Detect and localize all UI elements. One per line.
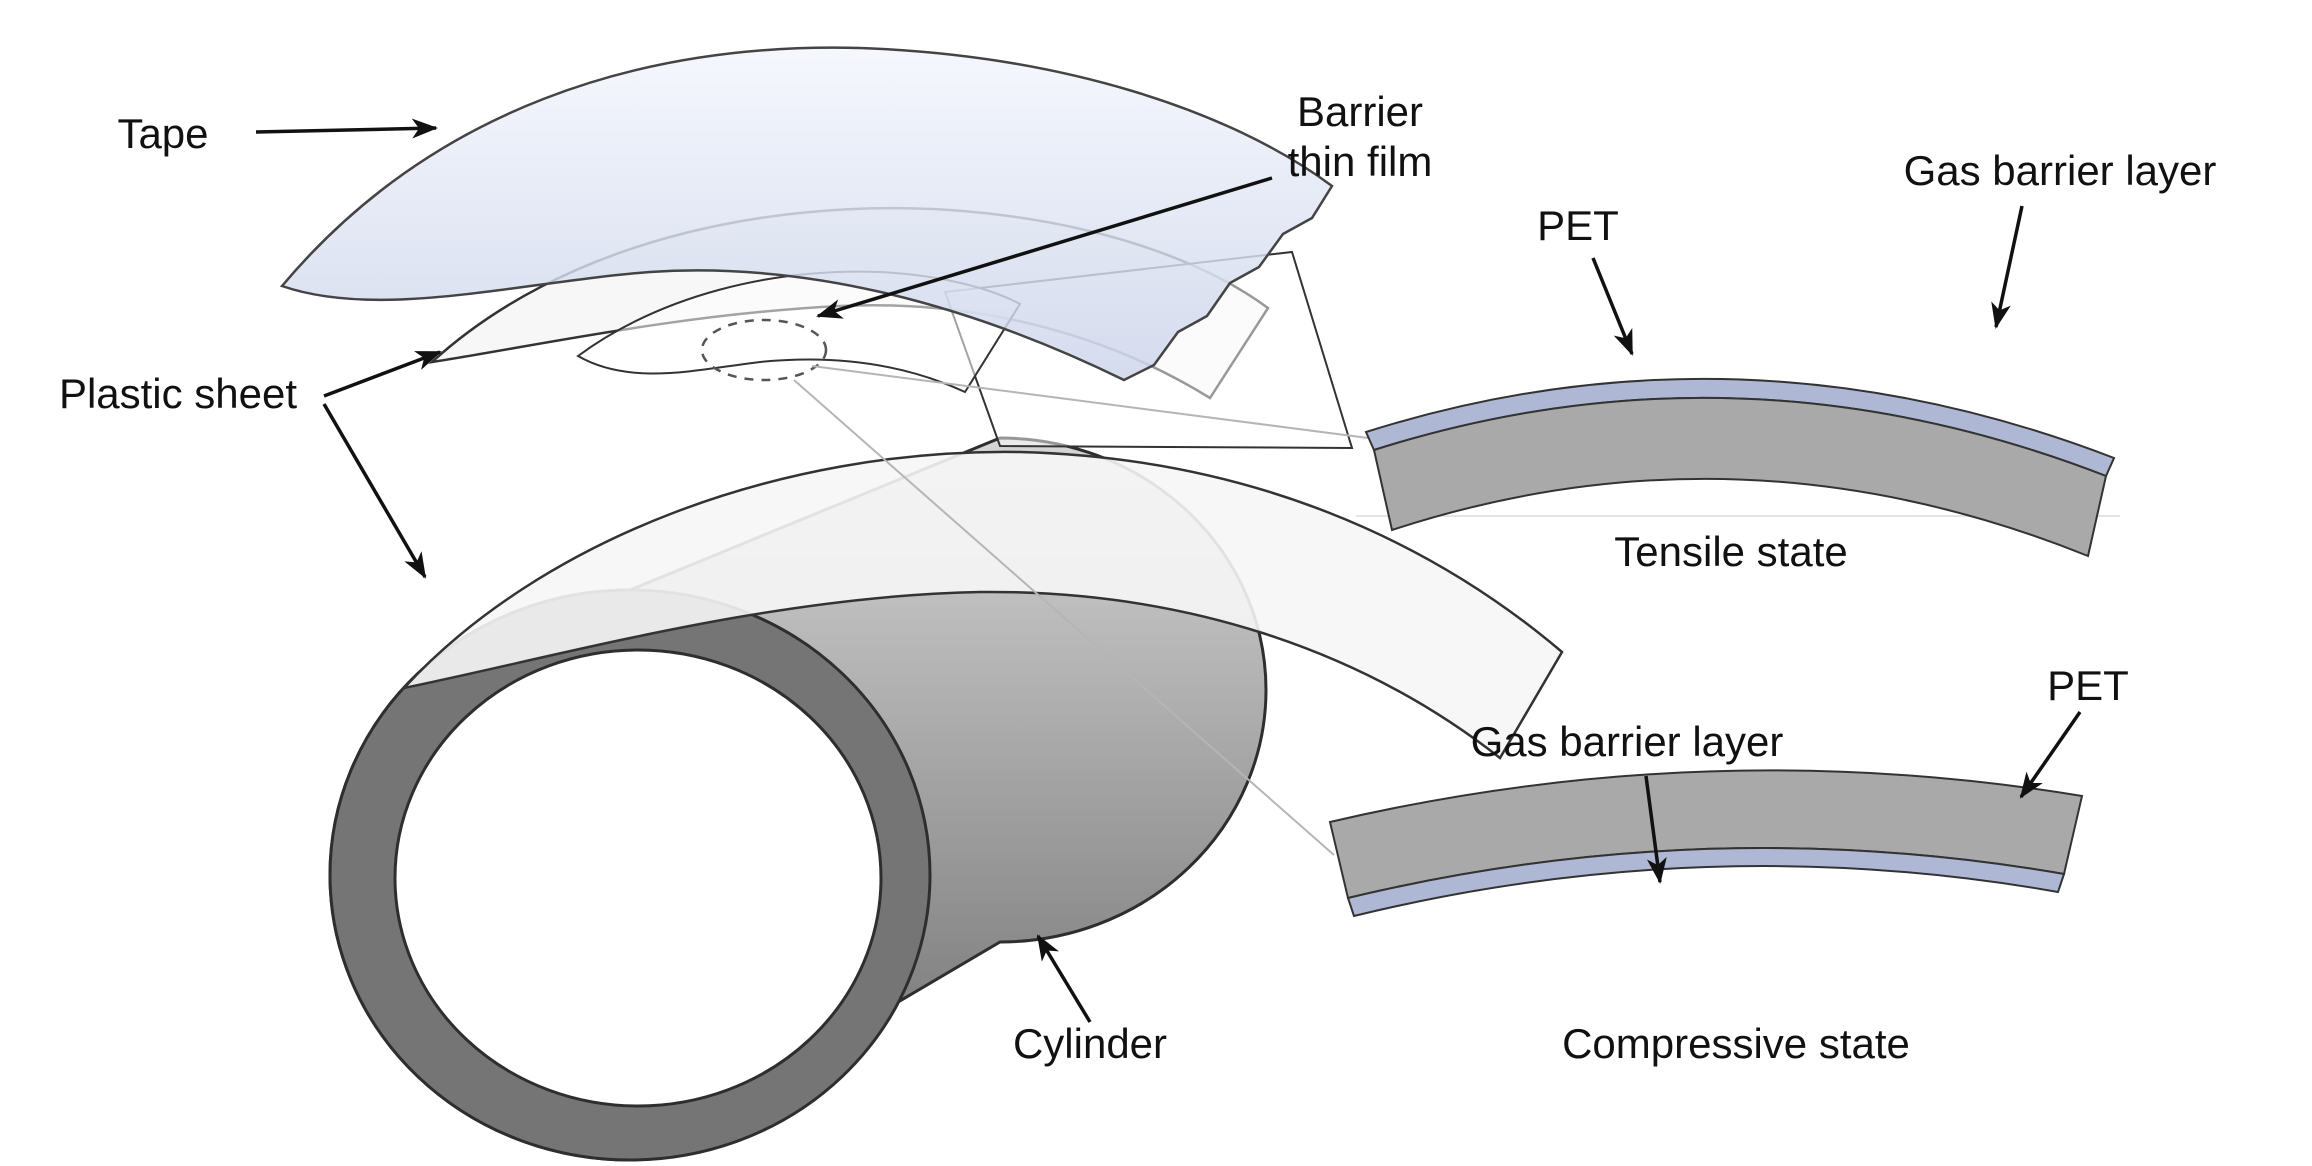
barrier-film-arrow bbox=[816, 176, 1273, 319]
cylinder-arrow bbox=[1036, 934, 1092, 1023]
compressive-caption: Compressive state bbox=[1562, 1020, 1910, 1067]
pet-label-compressive: PET bbox=[2047, 662, 2129, 709]
compressive-strip-barrier-layer bbox=[1346, 847, 2066, 918]
pet-label-tensile: PET bbox=[1537, 202, 1619, 249]
annotation-arrows bbox=[255, 118, 2082, 1023]
tensile-strip bbox=[1364, 377, 2116, 558]
zoom-connector-line-top bbox=[811, 365, 1369, 439]
plastic-sheet-arrow-lower bbox=[322, 403, 427, 579]
plastic-sheet-label: Plastic sheet bbox=[59, 370, 297, 417]
gas-barrier-label-compressive: Gas barrier layer bbox=[1471, 718, 1784, 765]
zoom-connector-line-bottom bbox=[793, 379, 1335, 856]
barrier-film-label-line2: thin film bbox=[1288, 138, 1433, 185]
plastic-sheet-arrow-upper bbox=[323, 350, 442, 398]
barrier-film-label-line1: Barrier bbox=[1297, 88, 1423, 135]
compressive-strip bbox=[1328, 769, 2084, 918]
cylinder-label: Cylinder bbox=[1013, 1020, 1167, 1067]
plastic-sheet-lower bbox=[400, 450, 1564, 760]
gas-barrier-label-tensile: Gas barrier layer bbox=[1904, 147, 2217, 194]
gas-barrier-arrow-compressive bbox=[1644, 775, 1667, 884]
gas-barrier-arrow-tensile bbox=[1991, 205, 2024, 329]
tensile-caption: Tensile state bbox=[1614, 528, 1847, 575]
zoom-region-dashed-circle bbox=[700, 318, 828, 382]
cylinder bbox=[328, 436, 1268, 1162]
tape-sheet bbox=[279, 46, 1334, 382]
cylinder-hole bbox=[393, 648, 883, 1108]
pet-arrow-tensile bbox=[1591, 257, 1634, 356]
pet-arrow-compressive bbox=[2019, 711, 2082, 799]
tensile-strip-pet-body bbox=[1372, 396, 2108, 558]
tape-label: Tape bbox=[117, 110, 208, 157]
tape-arrow bbox=[255, 118, 438, 139]
